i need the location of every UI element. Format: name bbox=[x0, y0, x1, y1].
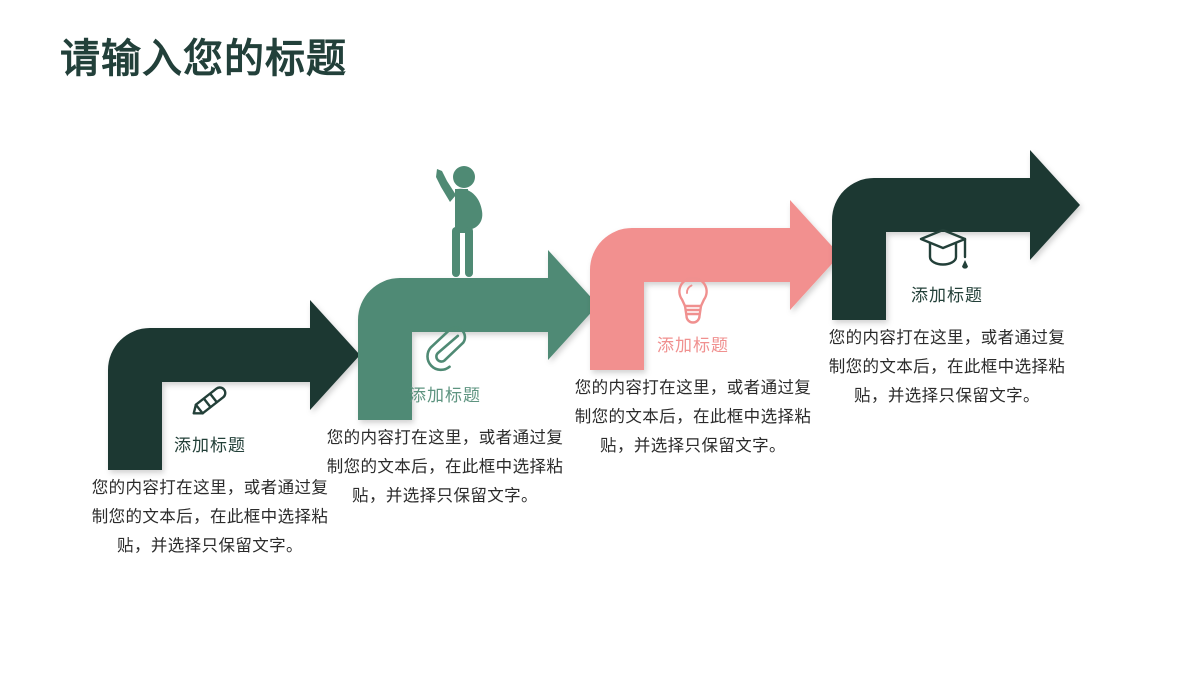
step-item-2: 添加标题 您的内容打在这里，或者通过复制您的文本后，在此框中选择粘贴，并选择只保… bbox=[320, 322, 570, 511]
step-4-icon-wrap bbox=[822, 222, 1072, 274]
step-3-title: 添加标题 bbox=[657, 336, 729, 355]
paperclip-icon bbox=[426, 326, 467, 372]
step-item-1: 添加标题 您的内容打在这里，或者通过复制您的文本后，在此框中选择粘贴，并选择只保… bbox=[85, 372, 335, 561]
person-raising-hand-icon bbox=[436, 166, 483, 277]
step-1-icon-wrap bbox=[85, 372, 335, 424]
page-title: 请输入您的标题 bbox=[60, 37, 347, 81]
step-4-title: 添加标题 bbox=[911, 286, 983, 305]
step-2-title: 添加标题 bbox=[409, 386, 481, 405]
step-4-body: 您的内容打在这里，或者通过复制您的文本后，在此框中选择粘贴，并选择只保留文字。 bbox=[828, 329, 1066, 405]
lightbulb-icon bbox=[678, 276, 708, 324]
step-item-4: 添加标题 您的内容打在这里，或者通过复制您的文本后，在此框中选择粘贴，并选择只保… bbox=[822, 222, 1072, 411]
step-2-body: 您的内容打在这里，或者通过复制您的文本后，在此框中选择粘贴，并选择只保留文字。 bbox=[326, 429, 564, 505]
step-3-icon-wrap bbox=[568, 272, 818, 324]
step-1-body: 您的内容打在这里，或者通过复制您的文本后，在此框中选择粘贴，并选择只保留文字。 bbox=[91, 479, 329, 555]
step-1-title: 添加标题 bbox=[174, 436, 246, 455]
step-item-3: 添加标题 您的内容打在这里，或者通过复制您的文本后，在此框中选择粘贴，并选择只保… bbox=[568, 272, 818, 461]
graduation-cap-icon bbox=[919, 228, 968, 269]
step-3-body: 您的内容打在这里，或者通过复制您的文本后，在此框中选择粘贴，并选择只保留文字。 bbox=[574, 379, 812, 455]
pencil-icon bbox=[192, 386, 227, 415]
step-2-icon-wrap bbox=[320, 322, 570, 374]
